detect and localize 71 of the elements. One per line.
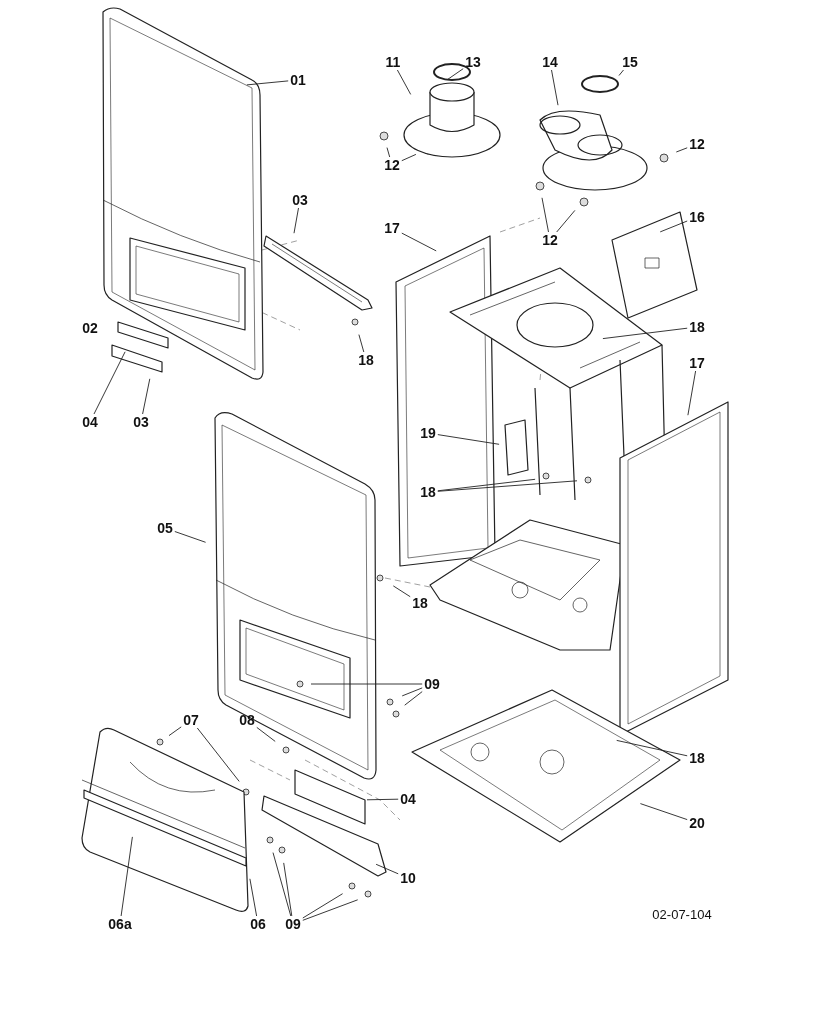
- leader-line: [675, 147, 688, 153]
- leader-line: [93, 351, 126, 415]
- callout-number: 11: [385, 55, 401, 69]
- leader-line: [404, 691, 423, 706]
- leader-line: [283, 862, 293, 917]
- callout-number: 05: [157, 521, 173, 535]
- leader-line: [618, 69, 624, 76]
- callout-number: 12: [542, 233, 558, 247]
- drawing-number: 02-07-104: [652, 906, 712, 922]
- callout-number: 06: [250, 917, 266, 931]
- leader-line: [174, 531, 207, 543]
- leader-line: [396, 69, 412, 95]
- callout-number: 13: [465, 55, 481, 69]
- leader-line: [639, 803, 688, 821]
- callout-number: 18: [689, 320, 705, 334]
- leader-line: [401, 153, 417, 162]
- callout-number: 17: [689, 356, 705, 370]
- leader-line: [249, 878, 258, 917]
- leader-line: [616, 739, 688, 757]
- callout-number: 06a: [108, 917, 132, 931]
- leader-line: [168, 726, 182, 737]
- leader-line: [437, 478, 536, 492]
- leader-line: [302, 893, 344, 919]
- leader-line: [120, 836, 133, 917]
- leader-line: [246, 80, 289, 86]
- leader-line: [358, 334, 365, 353]
- leader-line: [541, 197, 549, 233]
- callout-number: 18: [412, 596, 428, 610]
- callout-number: 15: [622, 55, 638, 69]
- callout-number: 18: [689, 751, 705, 765]
- leader-line: [687, 370, 697, 416]
- callout-number: 02: [82, 321, 98, 335]
- callout-number: 19: [420, 426, 436, 440]
- callout-number: 08: [239, 713, 255, 727]
- callout-number: 09: [285, 917, 301, 931]
- leader-line: [310, 683, 423, 685]
- callout-number: 03: [292, 193, 308, 207]
- callout-number: 17: [384, 221, 400, 235]
- leader-line: [437, 434, 500, 445]
- callout-number: 18: [420, 485, 436, 499]
- leader-line: [293, 207, 299, 234]
- callout-number: 03: [133, 415, 149, 429]
- callout-number: 10: [400, 871, 416, 885]
- callout-number: 09: [424, 677, 440, 691]
- leader-line: [302, 899, 359, 921]
- leader-line: [551, 69, 559, 106]
- callout-number: 14: [542, 55, 558, 69]
- callout-number: 12: [689, 137, 705, 151]
- callout-number: 04: [82, 415, 98, 429]
- callout-number: 16: [689, 210, 705, 224]
- leader-line: [659, 220, 688, 233]
- leader-line: [375, 863, 399, 875]
- leader-line: [446, 68, 464, 81]
- callout-number: 04: [400, 792, 416, 806]
- leader-line: [401, 232, 437, 252]
- leader-line: [401, 687, 423, 697]
- callout-number: 18: [358, 353, 374, 367]
- leader-line: [256, 726, 276, 742]
- callout-number: 07: [183, 713, 199, 727]
- leader-line: [386, 147, 391, 158]
- callout-number: 20: [689, 816, 705, 830]
- leader-line: [392, 585, 411, 598]
- leader-line: [272, 852, 292, 917]
- leader-line: [437, 480, 578, 492]
- callout-number: 12: [384, 158, 400, 172]
- leader-line: [142, 378, 151, 415]
- callout-number: 01: [290, 73, 306, 87]
- leader-line: [602, 327, 688, 340]
- leader-line: [556, 209, 576, 233]
- leader-line: [366, 798, 399, 801]
- leader-line: [196, 727, 240, 782]
